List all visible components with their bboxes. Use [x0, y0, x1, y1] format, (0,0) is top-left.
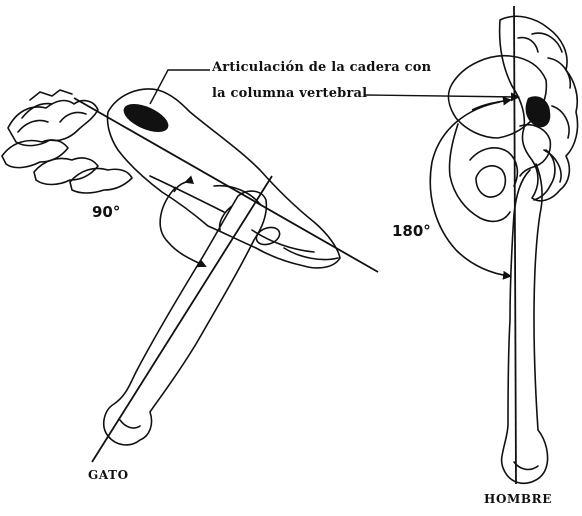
cat-skeleton — [2, 89, 340, 445]
cat-angle-label: 90° — [92, 203, 120, 221]
annotation-line-1: Articulación de la cadera con — [212, 60, 431, 75]
human-skeleton — [449, 16, 578, 483]
human-angle-label: 180° — [392, 222, 431, 240]
human-caption: HOMBRE — [484, 492, 552, 506]
human-femur — [502, 164, 548, 483]
human-angle-arc — [430, 102, 510, 276]
cat-spine-axis — [74, 98, 378, 272]
cat-leader-line — [150, 70, 210, 104]
human-leader-line — [364, 95, 518, 97]
cat-hip-joint — [120, 98, 173, 138]
annotation-line-2: la columna vertebral — [212, 86, 367, 101]
human-axis — [514, 6, 516, 484]
cat-femur — [104, 191, 267, 445]
human-obturator-foramen — [476, 166, 505, 197]
cat-caption: GATO — [88, 468, 129, 482]
